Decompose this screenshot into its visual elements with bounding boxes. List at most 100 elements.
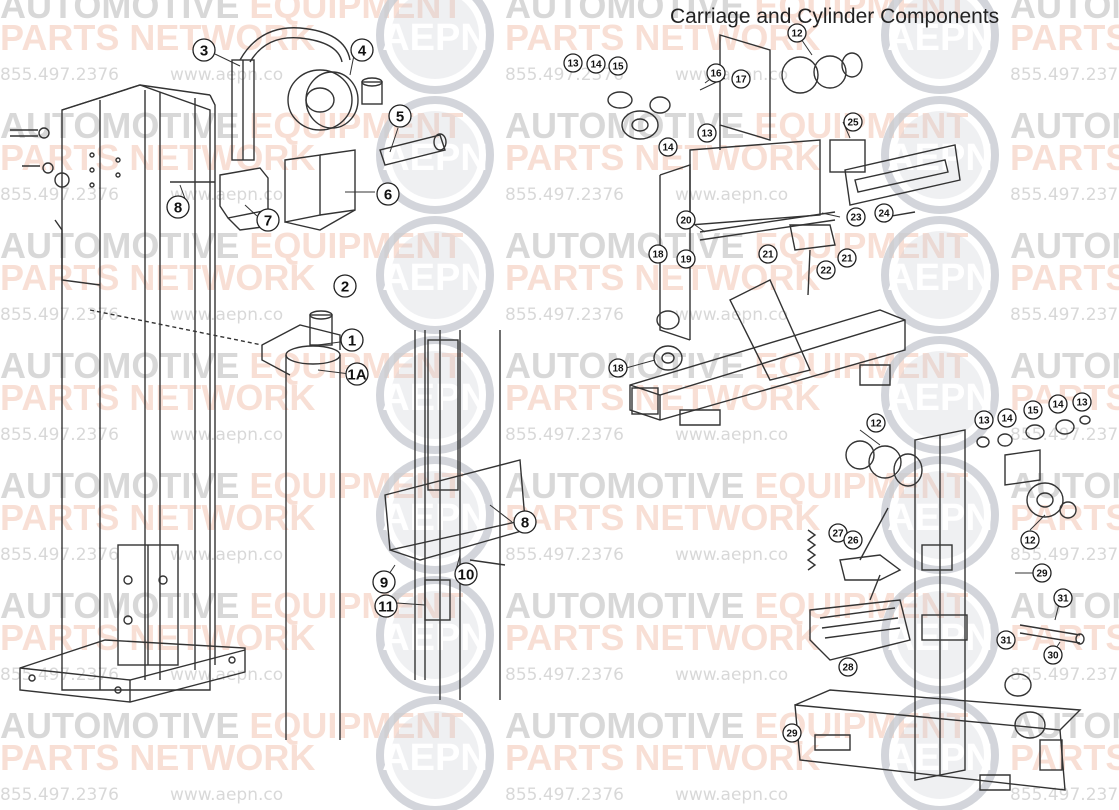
watermark-web: www.aepn.co [170, 305, 283, 325]
watermark-web: www.aepn.co [170, 785, 283, 805]
callout-label: 13 [978, 416, 990, 427]
watermark-web: www.aepn.co [170, 665, 283, 685]
watermark-web: www.aepn.co [675, 65, 788, 85]
aepn-logo-icon: AEPN [881, 216, 999, 334]
callout-label: 28 [842, 663, 854, 674]
callout-label: 2 [341, 278, 349, 295]
watermark-line2: PARTS NETWORK [505, 617, 820, 658]
callout-label: 3 [200, 42, 208, 59]
callout-c31b: 31 [996, 630, 1016, 650]
callout-label: 12 [1024, 536, 1036, 547]
watermark-line1: AUTOMOTIVE EQUIPMENT [505, 705, 968, 746]
watermark-line1: AUTOMOTIVE EQUIPMENT [0, 0, 463, 26]
watermark-line2: PARTS NETWORK [0, 257, 315, 298]
aepn-logo-icon: AEPN [376, 216, 494, 334]
watermark-line2: PARTS NETWORK [0, 17, 315, 58]
callout-c4: 4 [350, 38, 374, 62]
callout-label: 25 [847, 118, 859, 129]
watermark-logo-text: AEPN [382, 377, 488, 419]
carriage-bottom-drawing [794, 415, 1091, 791]
callout-c18a: 18 [648, 244, 668, 264]
watermark-line2: PARTS NETWORK [0, 137, 315, 178]
watermark-web: www.aepn.co [675, 425, 788, 445]
callout-label: 4 [358, 42, 367, 59]
aepn-logo-icon: AEPN [881, 336, 999, 454]
callout-c21b: 21 [837, 248, 857, 268]
callout-c6: 6 [376, 182, 400, 206]
aepn-logo-icon: AEPN [881, 0, 999, 94]
callout-label: 21 [841, 254, 853, 265]
watermark-phone: 855.497.2376 [505, 785, 624, 805]
watermark-logo-text: AEPN [887, 377, 993, 419]
watermark-line1: AUTOMOTIVE EQUIPMENT [505, 465, 968, 506]
watermark-web: www.aepn.co [170, 545, 283, 565]
watermark-phone: 855.497.2376 [505, 545, 624, 565]
aepn-logo-icon: AEPN [376, 456, 494, 574]
callout-c1a: 1A [345, 362, 369, 386]
callout-c14d: 14 [1048, 394, 1068, 414]
chain-detail-drawing [384, 330, 526, 700]
watermark-line2: PARTS NETWORK [0, 497, 315, 538]
watermark-phone: 855.497.2376 [505, 665, 624, 685]
callout-c3: 3 [192, 38, 216, 62]
watermark-web: www.aepn.co [170, 65, 283, 85]
callout-c16: 16 [706, 63, 726, 83]
callout-label: 17 [735, 75, 747, 86]
callout-label: 29 [786, 729, 798, 740]
callout-c29b: 29 [782, 723, 802, 743]
callout-c9: 9 [372, 570, 396, 594]
callout-c10: 10 [454, 562, 478, 586]
watermark-logo-text: AEPN [382, 257, 488, 299]
watermark-phone: 855.497.2376 [1010, 545, 1119, 565]
cylinder-drawing [89, 309, 341, 740]
callout-c24: 24 [874, 203, 894, 223]
callout-label: 12 [791, 29, 803, 40]
callout-c14a: 14 [586, 54, 606, 74]
callout-c12a: 12 [787, 23, 807, 43]
watermark-phone: 855.497.2376 [0, 65, 119, 85]
callout-c22: 22 [816, 260, 836, 280]
watermark-line1: AUTOMOTIVE EQUIPMENT [0, 705, 463, 746]
watermark-line1: AUTOMOTIVE EQUIPMENT [1010, 225, 1119, 266]
watermark-line1: AUTOMOTIVE EQUIPMENT [1010, 0, 1119, 26]
watermark-phone: 855.497.2376 [1010, 305, 1119, 325]
callout-label: 10 [458, 566, 475, 583]
carriage-top-drawing [607, 34, 961, 426]
callout-c20: 20 [676, 210, 696, 230]
callout-label: 8 [521, 514, 529, 531]
watermark-phone: 855.497.2376 [1010, 425, 1119, 445]
watermark-web: www.aepn.co [170, 425, 283, 445]
callout-label: 14 [662, 143, 674, 154]
callout-label: 26 [847, 536, 859, 547]
aepn-logo-icon: AEPN [376, 0, 494, 94]
watermark-phone: 855.497.2376 [0, 185, 119, 205]
watermark-line2: PARTS NETWORK [505, 737, 820, 778]
watermark-logo-text: AEPN [382, 617, 488, 659]
callout-c12b: 12 [866, 413, 886, 433]
aepn-logo-icon: AEPN [376, 336, 494, 454]
watermark-line1: AUTOMOTIVE EQUIPMENT [505, 225, 968, 266]
callout-c17: 17 [731, 69, 751, 89]
callout-c28: 28 [838, 657, 858, 677]
callout-label: 27 [832, 529, 844, 540]
callout-label: 13 [1076, 398, 1088, 409]
callout-label: 31 [1057, 594, 1069, 605]
watermark-line2: PARTS NETWORK [1010, 617, 1119, 658]
column-post-drawing [10, 84, 246, 703]
callout-label: 15 [1027, 406, 1039, 417]
callout-c12c: 12 [1020, 530, 1040, 550]
callout-c13d: 13 [1072, 392, 1092, 412]
watermark-line2: PARTS NETWORK [0, 617, 315, 658]
callout-label: 6 [384, 186, 392, 203]
callout-c21a: 21 [758, 244, 778, 264]
watermark-phone: 855.497.2376 [1010, 185, 1119, 205]
callout-c15a: 15 [608, 56, 628, 76]
